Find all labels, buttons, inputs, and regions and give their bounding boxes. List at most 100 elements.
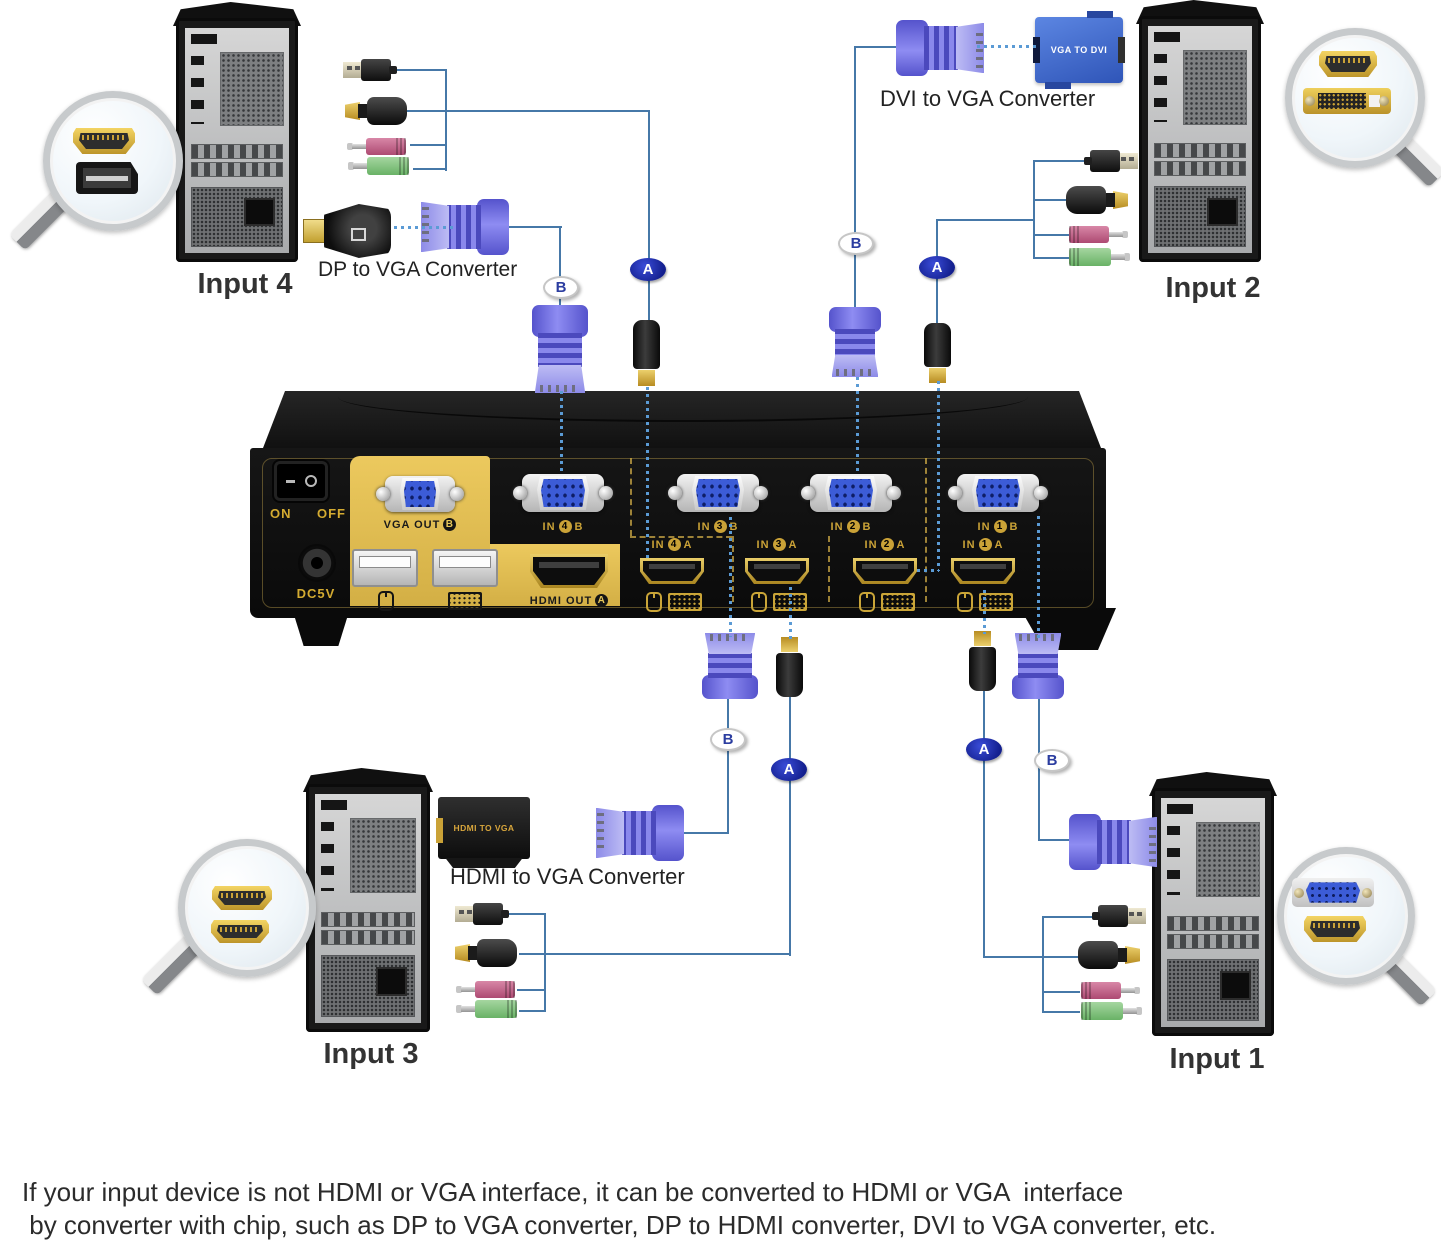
vga-cable-connector <box>829 307 881 377</box>
dvi-to-vga-label: DVI to VGA Converter <box>880 86 1096 111</box>
in2b-vga-port[interactable] <box>801 472 901 514</box>
keyboard-icon <box>979 593 1013 611</box>
audio-speaker-plug <box>1066 248 1130 266</box>
in1a-hdmi-port[interactable] <box>951 558 1015 584</box>
dotted-cable-line <box>983 590 986 634</box>
hdmi-out-port[interactable] <box>530 554 608 588</box>
hdmi-cable-connector <box>969 631 996 691</box>
section-divider <box>828 536 830 602</box>
hdmi-port-icon <box>211 920 269 943</box>
hdmi-port-icon <box>73 128 135 154</box>
dotted-cable-line <box>977 45 1039 48</box>
usb-plug <box>1092 905 1146 927</box>
dotted-cable-line <box>646 387 649 559</box>
cable-line <box>855 46 907 48</box>
mount-flange <box>1087 11 1113 18</box>
hdmi-plug <box>1066 186 1128 214</box>
audio-mic-plug <box>1066 226 1128 243</box>
dotted-cable-line <box>1037 516 1040 638</box>
magnifier-icon-input4 <box>43 91 183 231</box>
audio-mic-plug <box>347 138 409 155</box>
usb-plug <box>455 903 509 925</box>
power-off-mark <box>305 475 317 487</box>
displayport-icon <box>76 162 138 194</box>
cable-line <box>519 953 791 955</box>
switch-foot <box>294 618 348 646</box>
hdmi-side-port <box>436 818 443 843</box>
dotted-cable-line <box>937 381 940 571</box>
dotted-cable-line <box>729 517 732 637</box>
hdmi-port-icon <box>212 886 272 910</box>
mouse-icon <box>751 592 767 612</box>
usb-port-mouse[interactable] <box>352 549 418 587</box>
hdmi-cable-connector <box>924 323 951 383</box>
vga-cable-connector <box>596 805 684 861</box>
vga-out-port[interactable] <box>376 474 464 514</box>
in2a-hdmi-port[interactable] <box>853 558 917 584</box>
cable-a-badge: A <box>771 758 807 781</box>
dvi-port-icon <box>1303 88 1391 114</box>
cable-line <box>1042 991 1080 993</box>
in3a-hdmi-port[interactable] <box>745 558 809 584</box>
computer-tower-input3 <box>303 768 433 1032</box>
input3-label: Input 3 <box>323 1038 419 1070</box>
audio-speaker-plug <box>348 157 412 175</box>
in3b-vga-port[interactable] <box>668 472 768 514</box>
dc5v-label: DC5V <box>296 586 336 601</box>
circled-b-badge: B <box>443 518 457 531</box>
cable-line <box>517 989 546 991</box>
in4a-hdmi-port[interactable] <box>640 558 704 584</box>
dvi-side-port <box>1118 36 1125 64</box>
dotted-cable-line <box>560 391 563 473</box>
box-text: HDMI TO VGA <box>453 823 515 833</box>
hdmi-plug <box>455 939 517 967</box>
cable-line <box>397 69 447 71</box>
cable-line <box>648 110 650 323</box>
usb-port-keyboard[interactable] <box>432 549 498 587</box>
usb-plug <box>343 59 397 81</box>
dotted-cable-line <box>394 226 454 229</box>
cable-line <box>1042 916 1094 918</box>
converter-base <box>445 858 523 868</box>
in4b-vga-port[interactable] <box>513 472 613 514</box>
hdmi-plug <box>1078 941 1140 969</box>
cable-a-badge: A <box>919 256 955 279</box>
cable-b-badge: B <box>710 728 746 751</box>
input1-label: Input 1 <box>1169 1043 1265 1075</box>
dotted-cable-line <box>856 377 859 475</box>
vga-port-icon <box>1292 878 1374 907</box>
kvm-switch: ON OFF DC5V VGA OUT B HDMI OUT A <box>248 386 1120 652</box>
caption-line1: If your input device is not HDMI or VGA … <box>22 1177 1124 1207</box>
hdmi-cable-connector <box>776 637 803 697</box>
audio-speaker-plug <box>1078 1002 1142 1020</box>
hdmi-port-icon <box>1319 51 1377 77</box>
vga-cable-connector <box>896 20 984 76</box>
cable-line <box>1033 199 1070 201</box>
hdmi-to-vga-converter-box: HDMI TO VGA <box>436 797 530 868</box>
cable-b-badge: B <box>1034 749 1070 772</box>
section-divider <box>630 536 732 538</box>
cable-line <box>1042 1011 1080 1013</box>
hdmi-plug <box>345 97 407 125</box>
cable-line <box>498 226 562 228</box>
in1b-vga-port[interactable] <box>948 472 1048 514</box>
cable-line <box>559 226 561 308</box>
vga-cable-connector <box>702 633 758 699</box>
dc-power-jack[interactable] <box>298 544 336 582</box>
section-divider <box>630 458 632 536</box>
cable-line <box>983 956 1083 958</box>
power-switch[interactable] <box>274 461 328 501</box>
cable-line <box>544 913 546 1012</box>
computer-tower-input4 <box>173 2 301 262</box>
section-divider <box>732 536 734 602</box>
power-labels: ON OFF <box>270 506 346 521</box>
caption-line2: by converter with chip, such as DP to VG… <box>22 1210 1217 1240</box>
vga-cable-connector <box>532 305 588 393</box>
cable-line <box>789 695 791 956</box>
mouse-icon <box>646 592 662 612</box>
on-label: ON <box>270 506 292 521</box>
off-label: OFF <box>317 506 346 521</box>
